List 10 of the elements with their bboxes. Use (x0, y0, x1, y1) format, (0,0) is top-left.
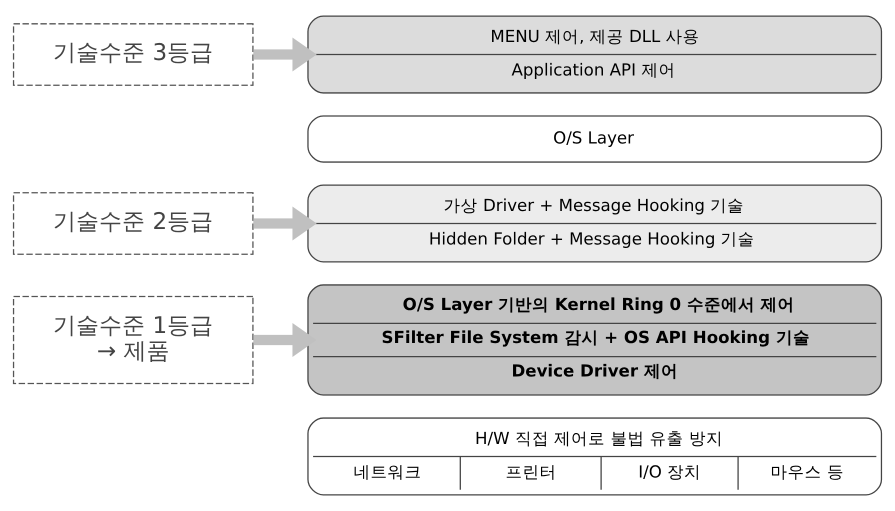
node-box: MENU 제어, 제공 DLL 사용 Application API 제어 (307, 15, 882, 94)
node-box: 기술수준 1등급 → 제품 (12, 296, 254, 384)
node-box: H/W 직접 제어로 불법 유출 방지 네트워크 프린터 I/O 장치 마우스 등 (307, 417, 882, 496)
node-box: 기술수준 3등급 (12, 23, 254, 86)
node-box: 기술수준 2등급 (12, 192, 254, 255)
node-box: O/S Layer 기반의 Kernel Ring 0 수준에서 제어 SFilter File System 감시 + OS API Hooking 기술 Device Driver 제어 (307, 284, 882, 396)
node-box: 가상 Driver + Message Hooking 기술 Hidden Folder + Message Hooking 기술 (307, 184, 882, 263)
arrow (253, 38, 317, 72)
arrow (253, 206, 317, 240)
node-box: O/S Layer (307, 115, 882, 163)
